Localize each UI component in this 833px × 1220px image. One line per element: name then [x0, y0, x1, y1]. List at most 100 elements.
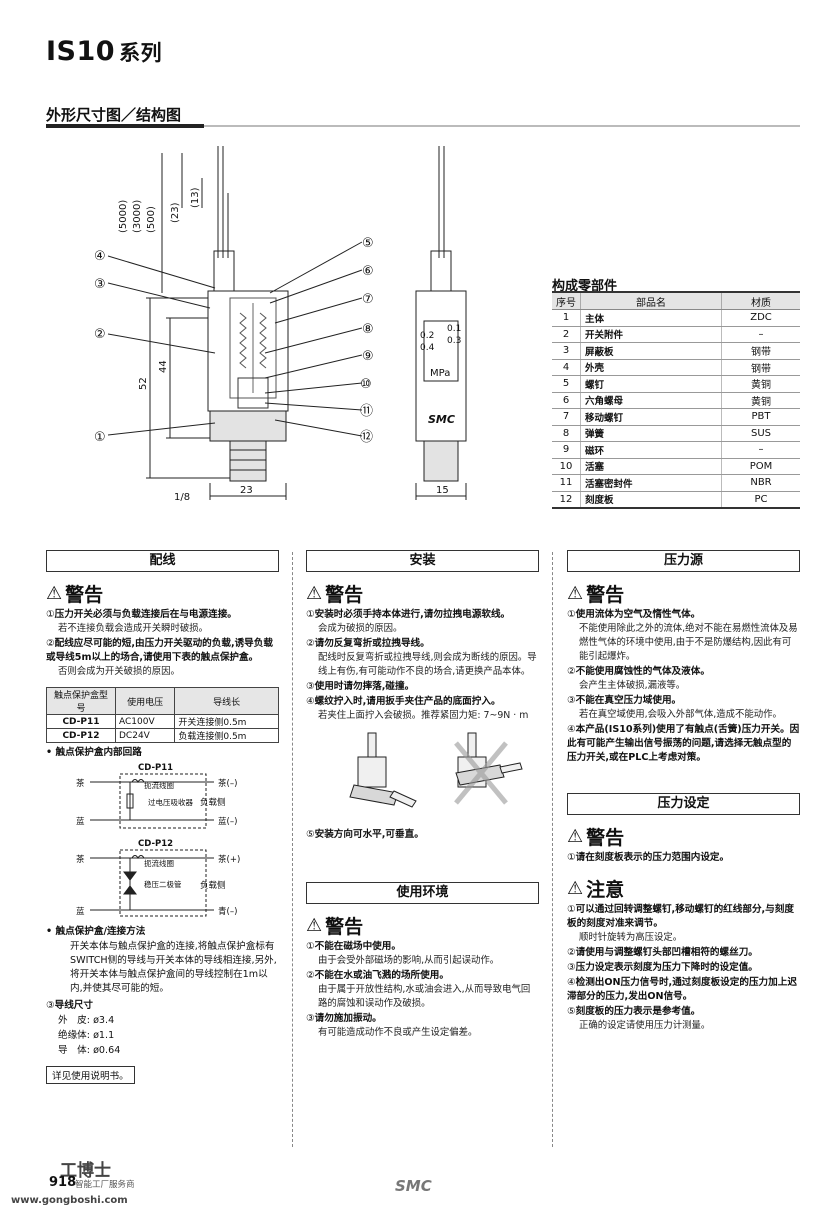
item-heading: 不能在水或油飞溅的场所使用。 — [314, 970, 449, 981]
section-underline — [46, 124, 204, 128]
item-heading: 使用流体为空气及惰性气体。 — [575, 609, 701, 620]
wire-size-outer: 外 皮: ø3.4 — [58, 1015, 115, 1026]
part-material: – — [721, 441, 800, 459]
scale-0-1: 0.1 — [447, 324, 461, 334]
p12-blue-left: 蓝 — [76, 906, 85, 917]
watermark-sub: 智能工厂服务商 — [75, 1180, 135, 1190]
item-number: ② — [306, 970, 315, 981]
list-item: ①使用流体为空气及惰性气体。不能使用除此之外的流体,绝对不能在易燃性流体及易燃性… — [567, 608, 800, 664]
item-number: ⑤ — [567, 1006, 576, 1017]
warning-label: 警告 — [325, 584, 364, 606]
list-item: ②请勿反复弯折或拉拽导线。配线时反复弯折或拉拽导线,则会成为断线的原因。导线上有… — [306, 637, 539, 679]
circuit-title-text: 触点保护盒内部回路 — [55, 747, 142, 758]
list-item: ④检测出ON压力信号时,通过刻度板设定的压力加上迟滞部分的压力,发出ON信号。 — [567, 976, 800, 1004]
p12-load: 负载侧 — [200, 880, 226, 891]
part-name: 弹簧 — [580, 425, 722, 442]
item-description: 有可能造成动作不良或产生设定偏差。 — [318, 1027, 478, 1038]
connection-method-head: • 触点保护盒/连接方法 — [46, 926, 146, 937]
parts-title: 构成零部件 — [552, 279, 618, 294]
warning-label: 警告 — [325, 916, 364, 938]
wiring-section: 配线 ⚠警告 ①压力开关必须与负载连接后在与电源连接。若不连接负载会造成开关瞬时… — [46, 550, 279, 1084]
dim-52: 52 — [138, 377, 149, 390]
callout-1: ① — [94, 430, 106, 445]
item-heading: 请在刻度板表示的压力范围内设定。 — [575, 852, 730, 863]
item-number: ② — [567, 666, 576, 677]
item-number: ④ — [567, 724, 576, 735]
dim-13: (13) — [190, 187, 201, 208]
part-name: 活塞密封件 — [580, 474, 722, 492]
cdp-voltage: DC24V — [114, 728, 176, 743]
item-number: ③ — [567, 962, 576, 973]
item-heading: 配线应尽可能的短,由压力开关驱动的负载,诱导负载或导线5m以上的场合,请使用下表… — [46, 638, 273, 663]
warning-label: 警告 — [65, 584, 104, 606]
cdp-model: CD-P12 — [46, 728, 116, 743]
part-name: 开关附件 — [580, 326, 722, 343]
watermark-name: 工博士 — [60, 1161, 111, 1181]
section-rule — [204, 125, 800, 127]
wire-size-title: 导线尺寸 — [54, 1000, 93, 1011]
p12-name: CD-P12 — [138, 839, 173, 849]
part-material: ZDC — [721, 309, 800, 327]
list-item: ④螺纹拧入时,请用扳手夹住产品的底面拧入。若夹住上面拧入会破损。推荐紧固力矩: … — [306, 695, 539, 723]
series-label: 系列 — [119, 41, 163, 65]
p12-brown-left: 茶 — [76, 854, 85, 865]
item-heading: 本产品(IS10系列)使用了有触点(舌簧)压力开关。因此有可能产生输出信号振荡的… — [567, 724, 800, 763]
wire-size-conductor: 导 体: ø0.64 — [58, 1045, 121, 1056]
caution-label: 注意 — [586, 879, 625, 901]
part-name: 螺钉 — [580, 375, 722, 393]
part-name: 主体 — [580, 309, 722, 327]
callout-3: ③ — [94, 277, 106, 292]
pressure-section: 压力源 ⚠警告 ①使用流体为空气及惰性气体。不能使用除此之外的流体,绝对不能在易… — [567, 550, 800, 1033]
connection-method-desc: 开关本体与触点保护盒的连接,将触点保护盒标有SWITCH侧的导线与开关本体的导线… — [70, 941, 277, 994]
callout-5: ⑤ — [362, 236, 374, 251]
item-number: ③ — [306, 681, 315, 692]
cdp-model: CD-P11 — [46, 714, 116, 729]
cdp-voltage: AC100V — [114, 714, 176, 729]
install-title: 安装 — [306, 550, 539, 572]
dim-thread: 1/8 — [174, 492, 190, 503]
env-items: ①不能在磁场中使用。由于会受外部磁场的影响,从而引起误动作。 ②不能在水或油飞溅的… — [306, 940, 539, 1040]
item-description: 若不连接负载会造成开关瞬时破损。 — [58, 623, 209, 634]
part-number: 5 — [552, 375, 581, 393]
env-title: 使用环境 — [306, 882, 539, 904]
part-number: 8 — [552, 425, 581, 442]
scale-0-4: 0.4 — [420, 343, 435, 353]
callout-7: ⑦ — [362, 292, 374, 307]
list-item: ①安装时必须手持本体进行,请勿拉拽电源软线。会成为破损的原因。 — [306, 608, 539, 636]
item-description: 会成为破损的原因。 — [318, 623, 403, 634]
list-item: ①不能在磁场中使用。由于会受外部磁场的影响,从而引起误动作。 — [306, 940, 539, 968]
page-number: 918 — [49, 1175, 77, 1190]
callout-12: ⑫ — [360, 430, 373, 445]
wire-size-insulator: 绝缘体: ø1.1 — [58, 1030, 115, 1041]
part-number: 4 — [552, 359, 581, 376]
cdp-header-voltage: 使用电压 — [114, 687, 176, 715]
column-separator — [552, 552, 553, 1147]
item-number: ① — [567, 904, 576, 915]
setting-title: 压力设定 — [567, 793, 800, 815]
item-number: ③ — [567, 695, 576, 706]
pressure-items: ①使用流体为空气及惰性气体。不能使用除此之外的流体,绝对不能在易燃性流体及易燃性… — [567, 608, 800, 765]
item-number: ② — [306, 638, 315, 649]
p11-load: 负载侧 — [200, 797, 226, 808]
setting-caution: ⚠注意 — [567, 875, 800, 902]
part-name: 活塞 — [580, 458, 722, 475]
circuit-title: • 触点保护盒内部回路 — [46, 747, 142, 758]
connection-method-text: 触点保护盒/连接方法 — [55, 926, 146, 937]
install-items: ①安装时必须手持本体进行,请勿拉拽电源软线。会成为破损的原因。②请勿反复弯折或拉… — [306, 608, 539, 723]
warning-icon: ⚠ — [567, 583, 584, 604]
pressure-warning: ⚠警告 — [567, 580, 800, 607]
wiring-warning: ⚠警告 — [46, 580, 279, 607]
item-description: 由于属于开放性结构,水或油会进入,从而导致电气回路的腐蚀和误动作及破损。 — [318, 984, 531, 1009]
item-description: 顺时针旋转为高压设定。 — [579, 932, 683, 943]
part-material: 钢带 — [721, 359, 800, 376]
warning-icon: ⚠ — [567, 826, 584, 847]
dimension-drawing: (5000) (3000) (500) (23) (13) 52 44 1/8 … — [94, 146, 467, 503]
item-heading: 不能使用腐蚀性的气体及液体。 — [575, 666, 710, 677]
dim-500: (500) — [146, 206, 157, 233]
p11-brown-left: 茶 — [76, 778, 85, 789]
